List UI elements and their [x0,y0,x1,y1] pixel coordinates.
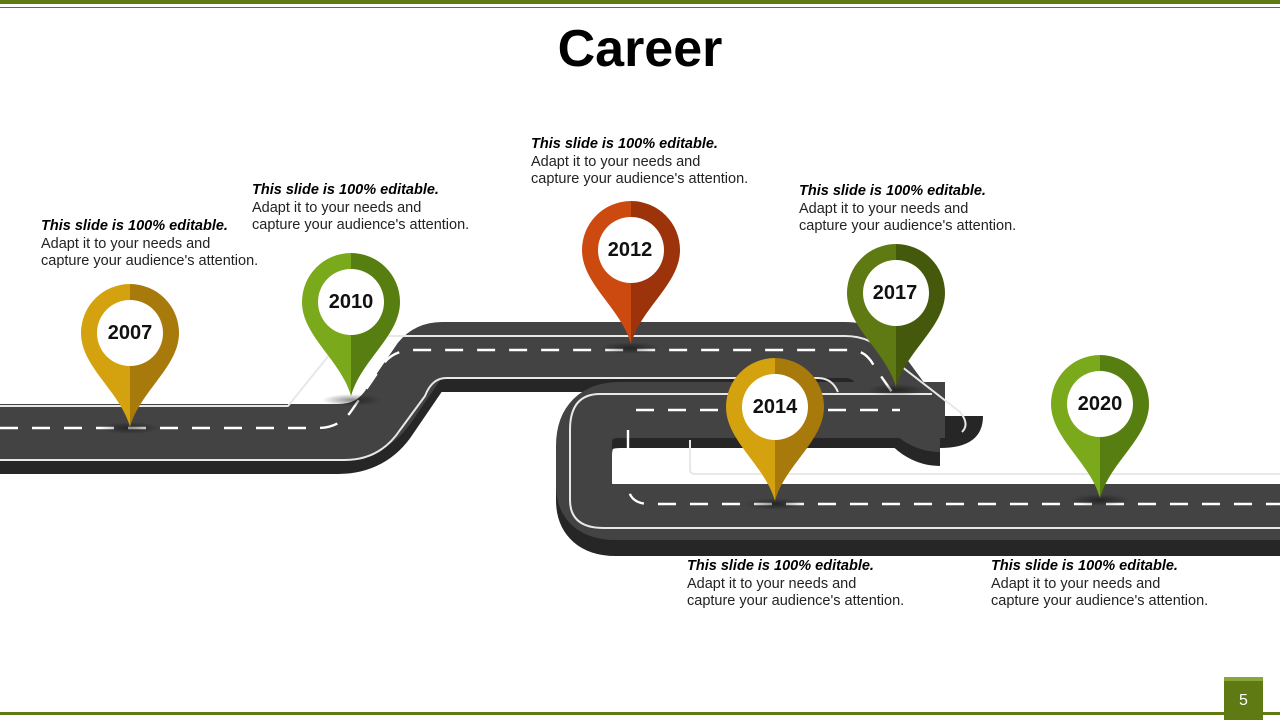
callout-text: capture your audience's attention. [799,218,1017,234]
callout-text: Adapt it to your needs and [531,153,701,170]
pin-center [863,260,929,326]
callout-2014: This slide is 100% editable. Adapt it to… [687,558,904,611]
callout-2017: This slide is 100% editable. Adapt it to… [799,183,1016,236]
callout-text: Adapt it to your needs and [252,199,422,216]
callout-2010: This slide is 100% editable. Adapt it to… [252,182,469,235]
top-accent-bar [0,0,1280,4]
pin-shadows [100,342,1130,510]
callout-2020: This slide is 100% editable. Adapt it to… [991,558,1208,611]
pin-year-2012: 2012 [607,239,653,261]
map-pin-2012-icon [582,201,680,344]
pin-center [742,374,808,440]
callout-heading: This slide is 100% editable. [991,558,1178,574]
callout-heading: This slide is 100% editable. [531,136,718,152]
map-pin-2007-icon [81,284,179,427]
top-accent-line [0,7,1280,8]
callout-text: Adapt it to your needs and [991,575,1161,592]
callout-text: capture your audience's attention. [41,253,259,269]
callout-heading: This slide is 100% editable. [41,218,228,234]
callout-heading: This slide is 100% editable. [799,183,986,199]
callout-text: capture your audience's attention. [991,593,1209,609]
slide-title: Career [557,20,723,78]
callout-heading: This slide is 100% editable. [687,558,874,574]
page-number: 5 [1224,677,1263,720]
pin-year-2010: 2010 [328,291,374,313]
pin-center [598,217,664,283]
pin-year-2017: 2017 [872,282,918,304]
map-pin-2014-icon [726,358,824,501]
callout-heading: This slide is 100% editable. [252,182,439,198]
pin-year-2014: 2014 [752,396,798,418]
pin-year-2020: 2020 [1077,393,1123,415]
pin-center [318,269,384,335]
callout-text: capture your audience's attention. [687,593,905,609]
callout-text: capture your audience's attention. [252,217,470,233]
callout-text: capture your audience's attention. [531,171,749,187]
map-pin-2017-icon [847,244,945,387]
callout-2012: This slide is 100% editable. Adapt it to… [531,136,748,189]
callout-text: Adapt it to your needs and [799,200,969,217]
pin-center [1067,371,1133,437]
callout-text: Adapt it to your needs and [41,235,211,252]
callout-2007: This slide is 100% editable. Adapt it to… [41,218,258,271]
map-pin-2010-icon [302,253,400,396]
callout-text: Adapt it to your needs and [687,575,857,592]
pin-center [97,300,163,366]
pin-year-2007: 2007 [107,322,153,344]
bottom-accent-line [0,712,1280,715]
map-pin-2020-icon [1051,355,1149,498]
